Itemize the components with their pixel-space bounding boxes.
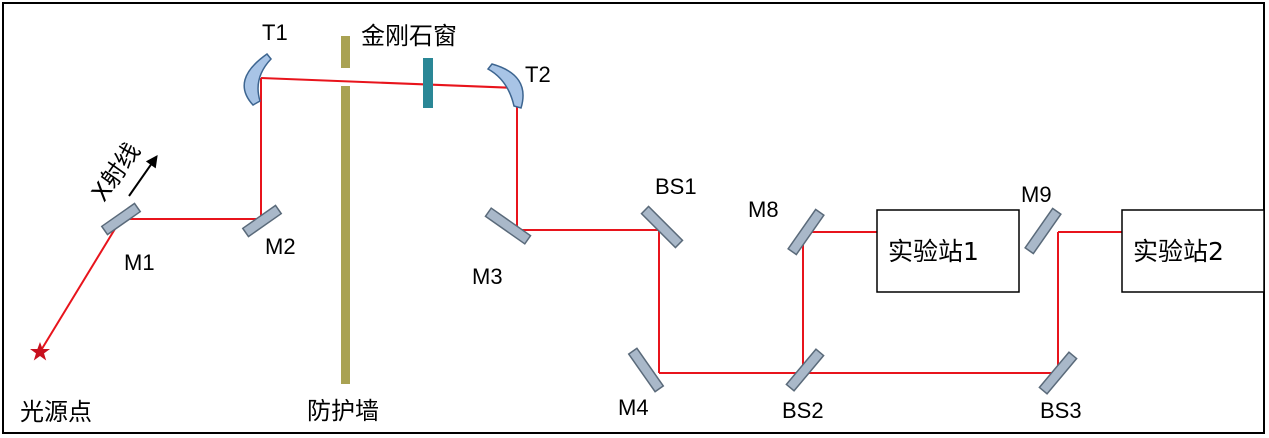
toroid-t1-label: T1 <box>262 20 288 45</box>
mirror-m4 <box>627 347 665 393</box>
mirror-m8-label: M8 <box>748 197 779 222</box>
xray-arrow <box>128 155 158 197</box>
splitter-bs3-label: BS3 <box>1040 398 1082 423</box>
splitter-bs1 <box>640 205 684 249</box>
station-2-box <box>1121 209 1265 293</box>
mirror-m2 <box>241 204 283 238</box>
toroid-mirror-t1 <box>243 52 272 106</box>
beam-path <box>39 77 1122 374</box>
toroid-mirror-t2 <box>486 63 524 109</box>
wall-gap <box>336 68 355 86</box>
beam-source-m1 <box>39 218 122 353</box>
station-1-label: 实验站1 <box>888 237 979 266</box>
beam-t1-t2 <box>260 77 518 89</box>
protective-wall-label: 防护墙 <box>307 397 379 425</box>
mirror-m1 <box>100 202 142 236</box>
xray-label: X射线 <box>86 138 146 207</box>
mirror-m1-label: M1 <box>124 250 155 275</box>
mirror-m3-label: M3 <box>472 264 503 289</box>
mirror-m8 <box>787 208 825 256</box>
mirror-m4-label: M4 <box>618 395 649 420</box>
station-2-label: 实验站2 <box>1133 237 1224 266</box>
mirror-m3 <box>484 207 532 245</box>
protective-wall <box>341 36 350 384</box>
diamond-window <box>423 58 433 108</box>
mirror-m2-label: M2 <box>265 234 296 259</box>
toroid-t2-label: T2 <box>525 62 551 87</box>
splitter-bs3 <box>1038 351 1078 395</box>
light-source-label: 光源点 <box>20 398 92 426</box>
splitter-bs2 <box>785 348 825 392</box>
splitter-bs2-label: BS2 <box>782 398 824 423</box>
station-1-box <box>876 209 1020 293</box>
splitter-bs1-label: BS1 <box>655 174 697 199</box>
mirror-m9 <box>1024 207 1062 255</box>
diamond-window-label: 金刚石窗 <box>361 22 457 50</box>
mirror-m9-label: M9 <box>1021 182 1052 207</box>
light-source-star <box>30 342 50 361</box>
